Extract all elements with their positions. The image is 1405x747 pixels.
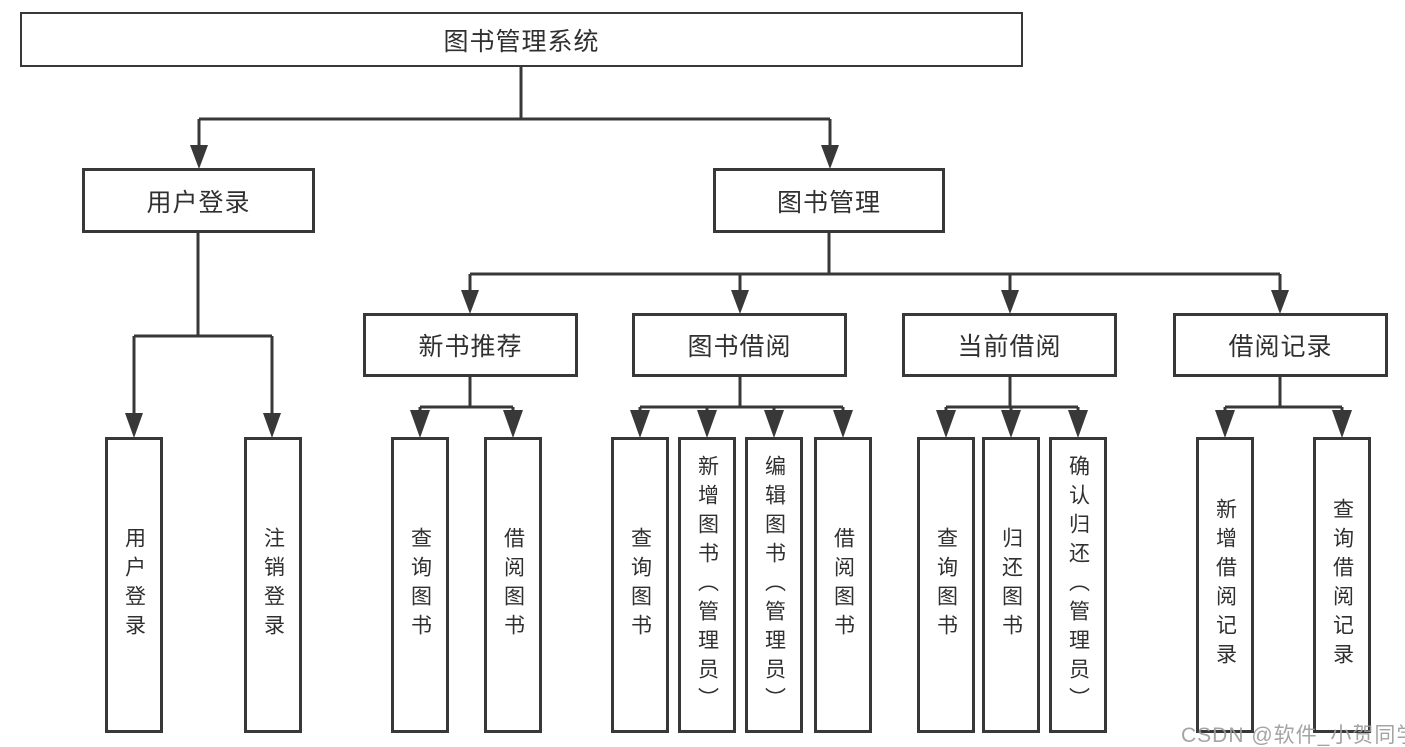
connector-current-borrow-to-leaves	[936, 376, 1088, 438]
connector-root-to-level2	[190, 66, 839, 169]
connector-new-book-rec-to-leaves	[410, 376, 523, 438]
connector-book-borrow-to-leaves	[630, 376, 853, 438]
node-book-management: 图书管理	[713, 168, 945, 233]
node-current-borrowing: 当前借阅	[902, 313, 1117, 377]
leaf-borrow-books-borrow: 借阅图书	[814, 437, 872, 733]
node-user-login: 用户登录	[82, 168, 315, 233]
leaf-confirm-return-admin: 确认归还（管理员）	[1049, 437, 1107, 733]
leaf-return-book: 归还图书	[982, 437, 1040, 733]
node-borrowing-records: 借阅记录	[1173, 313, 1388, 377]
csdn-watermark: CSDN @软件_小贺同学	[1181, 724, 1405, 747]
leaf-borrow-books-newrec: 借阅图书	[484, 437, 542, 733]
leaf-query-books-current: 查询图书	[917, 437, 975, 733]
connector-book-mgmt-to-level3	[461, 232, 1289, 314]
leaf-edit-book-admin: 编辑图书（管理员）	[745, 437, 803, 733]
connector-borrow-record-to-leaves	[1215, 376, 1352, 438]
leaf-query-books-newrec: 查询图书	[391, 437, 449, 733]
leaf-query-books-borrow: 查询图书	[611, 437, 669, 733]
node-new-book-recommend: 新书推荐	[363, 313, 578, 377]
node-book-borrowing: 图书借阅	[632, 313, 847, 377]
leaf-logout: 注销登录	[244, 437, 302, 733]
connector-user-login-to-leaves	[125, 232, 281, 438]
node-library-system: 图书管理系统	[20, 12, 1023, 67]
leaf-query-borrow-record: 查询借阅记录	[1313, 437, 1371, 733]
leaf-add-borrow-record: 新增借阅记录	[1196, 437, 1254, 733]
leaf-user-login: 用户登录	[105, 437, 163, 733]
leaf-add-book-admin: 新增图书（管理员）	[678, 437, 736, 733]
